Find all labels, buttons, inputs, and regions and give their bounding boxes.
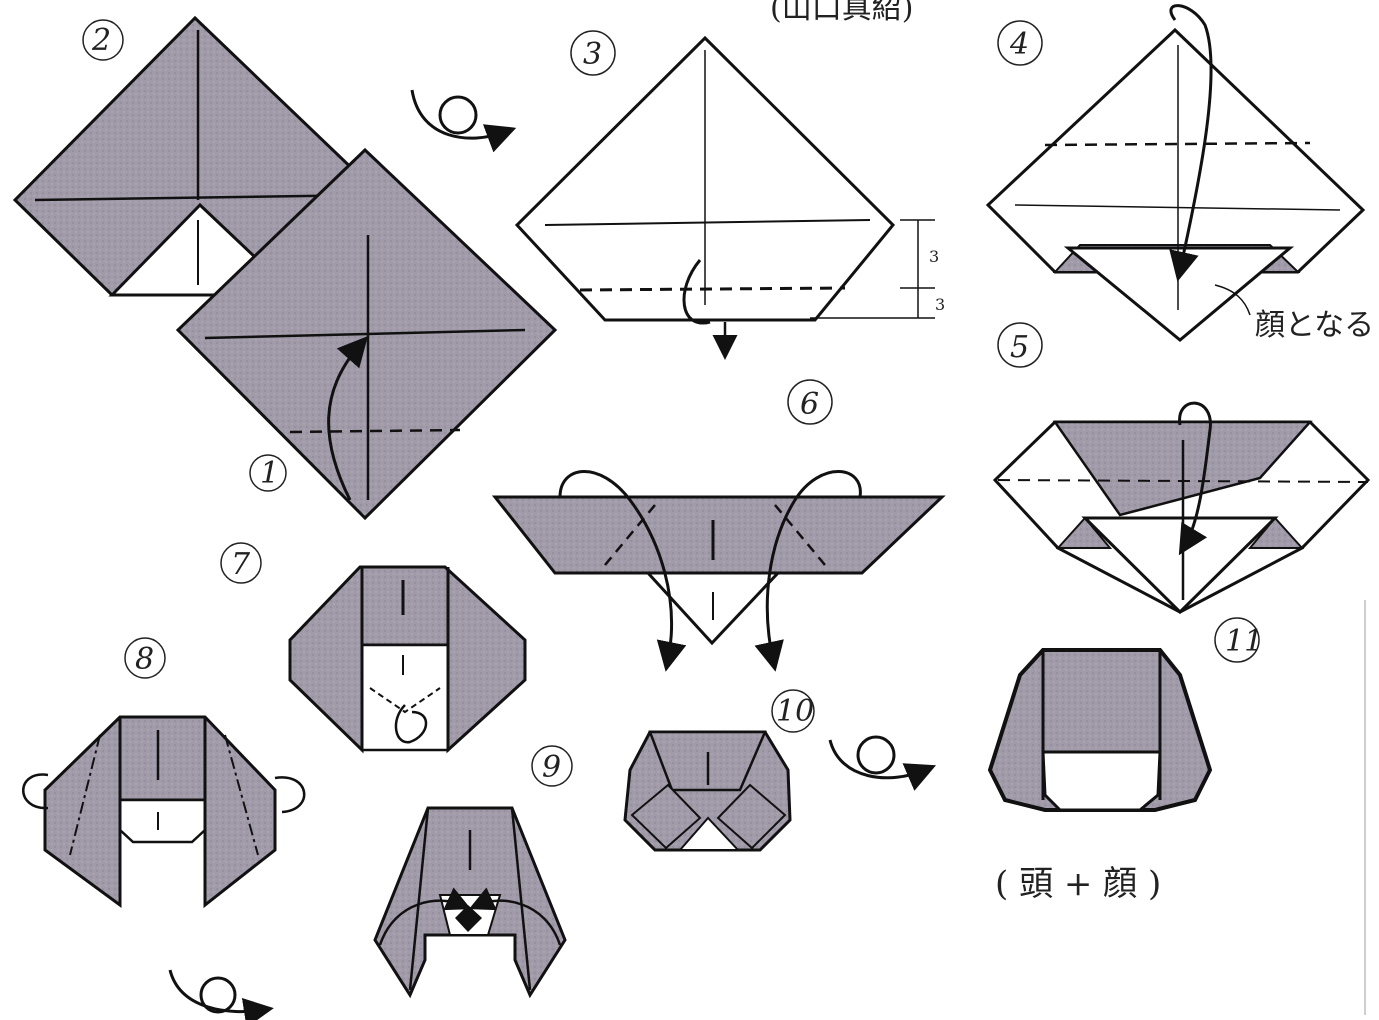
- step-11-label: 11: [1225, 624, 1263, 659]
- step-10: 10: [625, 690, 814, 850]
- step-6-label: 6: [800, 387, 819, 422]
- title: (山口真紹): [770, 0, 913, 26]
- step-5: 5: [995, 323, 1368, 612]
- step-9-label: 9: [542, 750, 561, 785]
- step-4: 顔となる 4: [988, 6, 1374, 343]
- ratio-top: 3: [929, 247, 939, 266]
- turn-over-icon: [412, 90, 505, 138]
- step-3-label: 3: [583, 37, 602, 72]
- step-3: 3 3 3: [517, 31, 945, 350]
- turn-over-icon-3: [830, 737, 925, 778]
- step-11: 11: [990, 618, 1263, 810]
- step-5-label: 5: [1010, 330, 1029, 365]
- step-8: 8: [23, 638, 304, 905]
- step-1-label: 1: [260, 456, 279, 491]
- step-8-label: 8: [135, 642, 154, 677]
- step-4-label: 4: [1009, 27, 1029, 62]
- step-2-label: 2: [91, 23, 111, 58]
- step-10-label: 10: [776, 694, 814, 729]
- step-9: 9: [375, 746, 572, 995]
- result-caption: ( 頭 + 顔 ): [995, 864, 1161, 904]
- turn-over-icon-2: [170, 970, 262, 1012]
- face-note: 顔となる: [1255, 308, 1374, 343]
- step-7: 7: [221, 543, 525, 750]
- ratio-bottom: 3: [935, 295, 945, 314]
- step-6: 6: [495, 380, 942, 660]
- step-7-label: 7: [231, 547, 251, 582]
